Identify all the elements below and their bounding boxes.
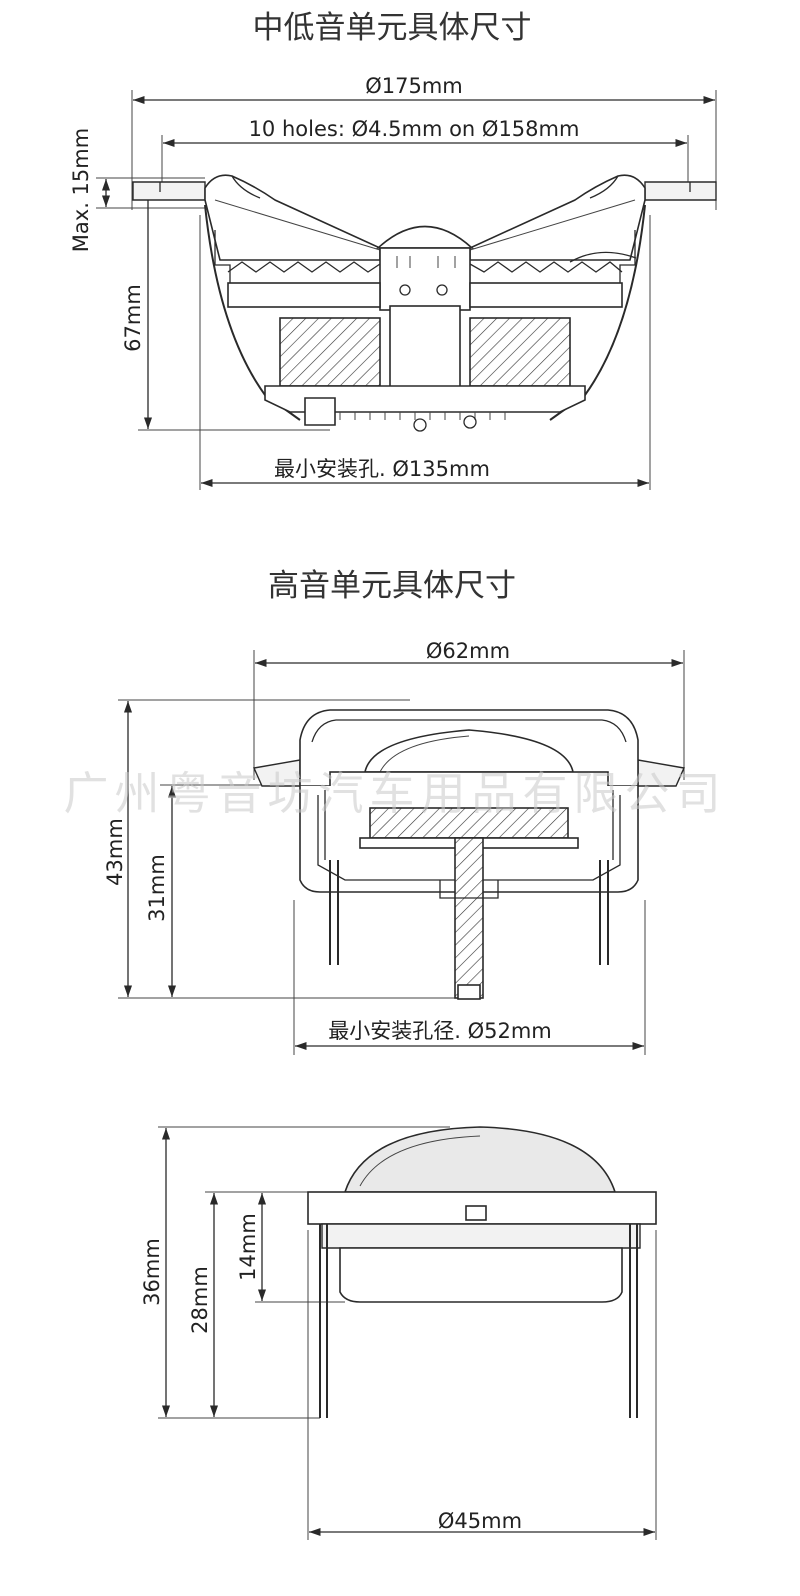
tweeter-side-body-dimension: 28mm bbox=[188, 1191, 310, 1417]
tweeter-height-label: 43mm bbox=[103, 818, 127, 886]
tweeter-cutout-label: 最小安装孔径. Ø52mm bbox=[328, 1019, 552, 1043]
woofer-flange-dimension: Max. 15mm bbox=[69, 128, 205, 252]
woofer-flange-label: Max. 15mm bbox=[69, 128, 93, 252]
tweeter-magnet bbox=[369, 807, 569, 839]
tweeter-cutout-dimension: 最小安装孔径. Ø52mm bbox=[293, 900, 646, 1055]
tweeter-title: 高音单元具体尺寸 bbox=[268, 568, 516, 604]
tweeter-side-width-label: Ø45mm bbox=[438, 1509, 522, 1533]
tweeter-depth-dimension: 31mm bbox=[145, 784, 300, 997]
tweeter-side-drawing bbox=[307, 1126, 657, 1418]
woofer-drawing bbox=[132, 174, 717, 432]
woofer-depth-dimension: 67mm bbox=[121, 185, 330, 431]
tweeter-section: 高音单元具体尺寸 Ø62mm 43mm 31mm 最小安装孔径. Ø52mm bbox=[103, 568, 686, 1055]
woofer-holes-dimension: 10 holes: Ø4.5mm on Ø158mm bbox=[161, 117, 689, 190]
woofer-cutout-dimension: 最小安装孔. Ø135mm bbox=[199, 215, 651, 490]
woofer-holes-label: 10 holes: Ø4.5mm on Ø158mm bbox=[249, 117, 580, 141]
tweeter-side-total-label: 36mm bbox=[140, 1238, 164, 1306]
woofer-outer-diameter-label: Ø175mm bbox=[365, 74, 463, 98]
tweeter-height-dimension: 43mm bbox=[103, 699, 460, 999]
watermark-text: 广州粤音坊汽车用品有限公司 bbox=[63, 767, 726, 820]
tweeter-side-cup-label: 14mm bbox=[236, 1213, 260, 1281]
tweeter-side-cup-dimension: 14mm bbox=[236, 1193, 345, 1303]
tweeter-front-drawing bbox=[252, 709, 686, 1000]
tweeter-outer-diameter-label: Ø62mm bbox=[426, 639, 510, 663]
tweeter-side-body-label: 28mm bbox=[188, 1266, 212, 1334]
tweeter-outer-dimension: Ø62mm bbox=[253, 639, 685, 780]
woofer-depth-label: 67mm bbox=[121, 284, 145, 352]
tweeter-side-total-dimension: 36mm bbox=[140, 1126, 450, 1419]
woofer-magnet-left bbox=[279, 317, 381, 387]
woofer-section: 中低音单元具体尺寸 Ø175mm 10 holes: Ø4.5mm on Ø15… bbox=[69, 10, 717, 490]
tweeter-side-section: 36mm 28mm 14mm Ø45mm bbox=[140, 1126, 657, 1540]
woofer-cutout-label: 最小安装孔. Ø135mm bbox=[274, 457, 490, 481]
woofer-title: 中低音单元具体尺寸 bbox=[253, 10, 532, 46]
tweeter-depth-label: 31mm bbox=[145, 854, 169, 922]
woofer-outer-dimension: Ø175mm bbox=[131, 74, 717, 210]
woofer-magnet-right bbox=[469, 317, 571, 387]
tweeter-side-width-dimension: Ø45mm bbox=[307, 1230, 657, 1540]
